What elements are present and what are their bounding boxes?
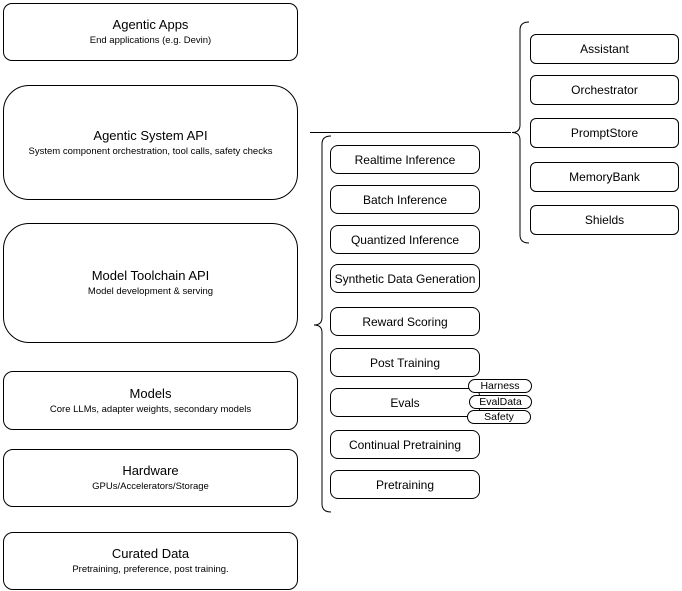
box-agentic-system-api: Agentic System API System component orch… xyxy=(3,85,298,200)
toolchain-box-label: Post Training xyxy=(369,355,441,370)
toolchain-box-label: Synthetic Data Generation xyxy=(334,271,476,286)
component-box-label: Shields xyxy=(584,213,625,227)
toolchain-box-evals: Evals xyxy=(330,388,480,417)
box-title: Agentic System API xyxy=(93,127,208,143)
pill-label: Safety xyxy=(484,411,514,423)
toolchain-box-synthetic-data-generation: Synthetic Data Generation xyxy=(330,264,480,293)
component-box-shields: Shields xyxy=(530,205,679,235)
box-subtitle: GPUs/Accelerators/Storage xyxy=(92,481,209,492)
box-agentic-apps: Agentic Apps End applications (e.g. Devi… xyxy=(3,3,298,61)
toolchain-box-pretraining: Pretraining xyxy=(330,470,480,499)
toolchain-box-batch-inference: Batch Inference xyxy=(330,185,480,214)
pill-label: Harness xyxy=(480,380,520,392)
toolchain-box-label: Continual Pretraining xyxy=(348,437,462,452)
box-curated-data: Curated Data Pretraining, preference, po… xyxy=(3,532,298,590)
box-title: Curated Data xyxy=(111,546,190,561)
toolchain-box-label: Evals xyxy=(390,395,420,410)
evals-pill-evaldata: EvalData xyxy=(469,395,532,409)
component-box-label: MemoryBank xyxy=(569,170,640,184)
box-title: Model Toolchain API xyxy=(91,268,210,283)
toolchain-box-label: Reward Scoring xyxy=(362,314,448,329)
box-subtitle: Model development & serving xyxy=(87,286,214,297)
component-box-label: PromptStore xyxy=(570,126,639,140)
evals-pill-harness: Harness xyxy=(468,379,532,393)
toolchain-box-label: Realtime Inference xyxy=(354,152,456,167)
component-box-label: Orchestrator xyxy=(571,83,638,97)
component-box-assistant: Assistant xyxy=(530,34,679,64)
system-components-brace xyxy=(511,21,530,244)
toolchain-brace xyxy=(313,135,332,513)
box-title: Hardware xyxy=(122,463,179,478)
toolchain-box-label: Pretraining xyxy=(375,477,435,492)
toolchain-box-post-training: Post Training xyxy=(330,348,480,377)
toolchain-box-label: Quantized Inference xyxy=(350,232,460,247)
box-model-toolchain-api: Model Toolchain API Model development & … xyxy=(3,223,298,343)
box-subtitle: Core LLMs, adapter weights, secondary mo… xyxy=(49,403,252,415)
box-hardware: Hardware GPUs/Accelerators/Storage xyxy=(3,449,298,507)
box-models: Models Core LLMs, adapter weights, secon… xyxy=(3,371,298,430)
evals-pill-safety: Safety xyxy=(467,410,531,424)
box-title: Agentic Apps xyxy=(112,17,189,32)
box-title: Models xyxy=(129,385,172,401)
box-subtitle: System component orchestration, tool cal… xyxy=(28,145,273,157)
toolchain-box-label: Batch Inference xyxy=(362,192,448,207)
box-subtitle: End applications (e.g. Devin) xyxy=(89,35,212,46)
component-box-promptstore: PromptStore xyxy=(530,118,679,148)
toolchain-box-continual-pretraining: Continual Pretraining xyxy=(330,430,480,459)
box-subtitle: Pretraining, preference, post training. xyxy=(72,564,229,575)
component-box-memorybank: MemoryBank xyxy=(530,162,679,192)
toolchain-box-quantized-inference: Quantized Inference xyxy=(330,225,480,254)
toolchain-box-realtime-inference: Realtime Inference xyxy=(330,145,480,174)
pill-label: EvalData xyxy=(479,396,522,408)
component-box-orchestrator: Orchestrator xyxy=(530,75,679,105)
component-box-label: Assistant xyxy=(580,42,629,56)
toolchain-box-reward-scoring: Reward Scoring xyxy=(330,307,480,336)
